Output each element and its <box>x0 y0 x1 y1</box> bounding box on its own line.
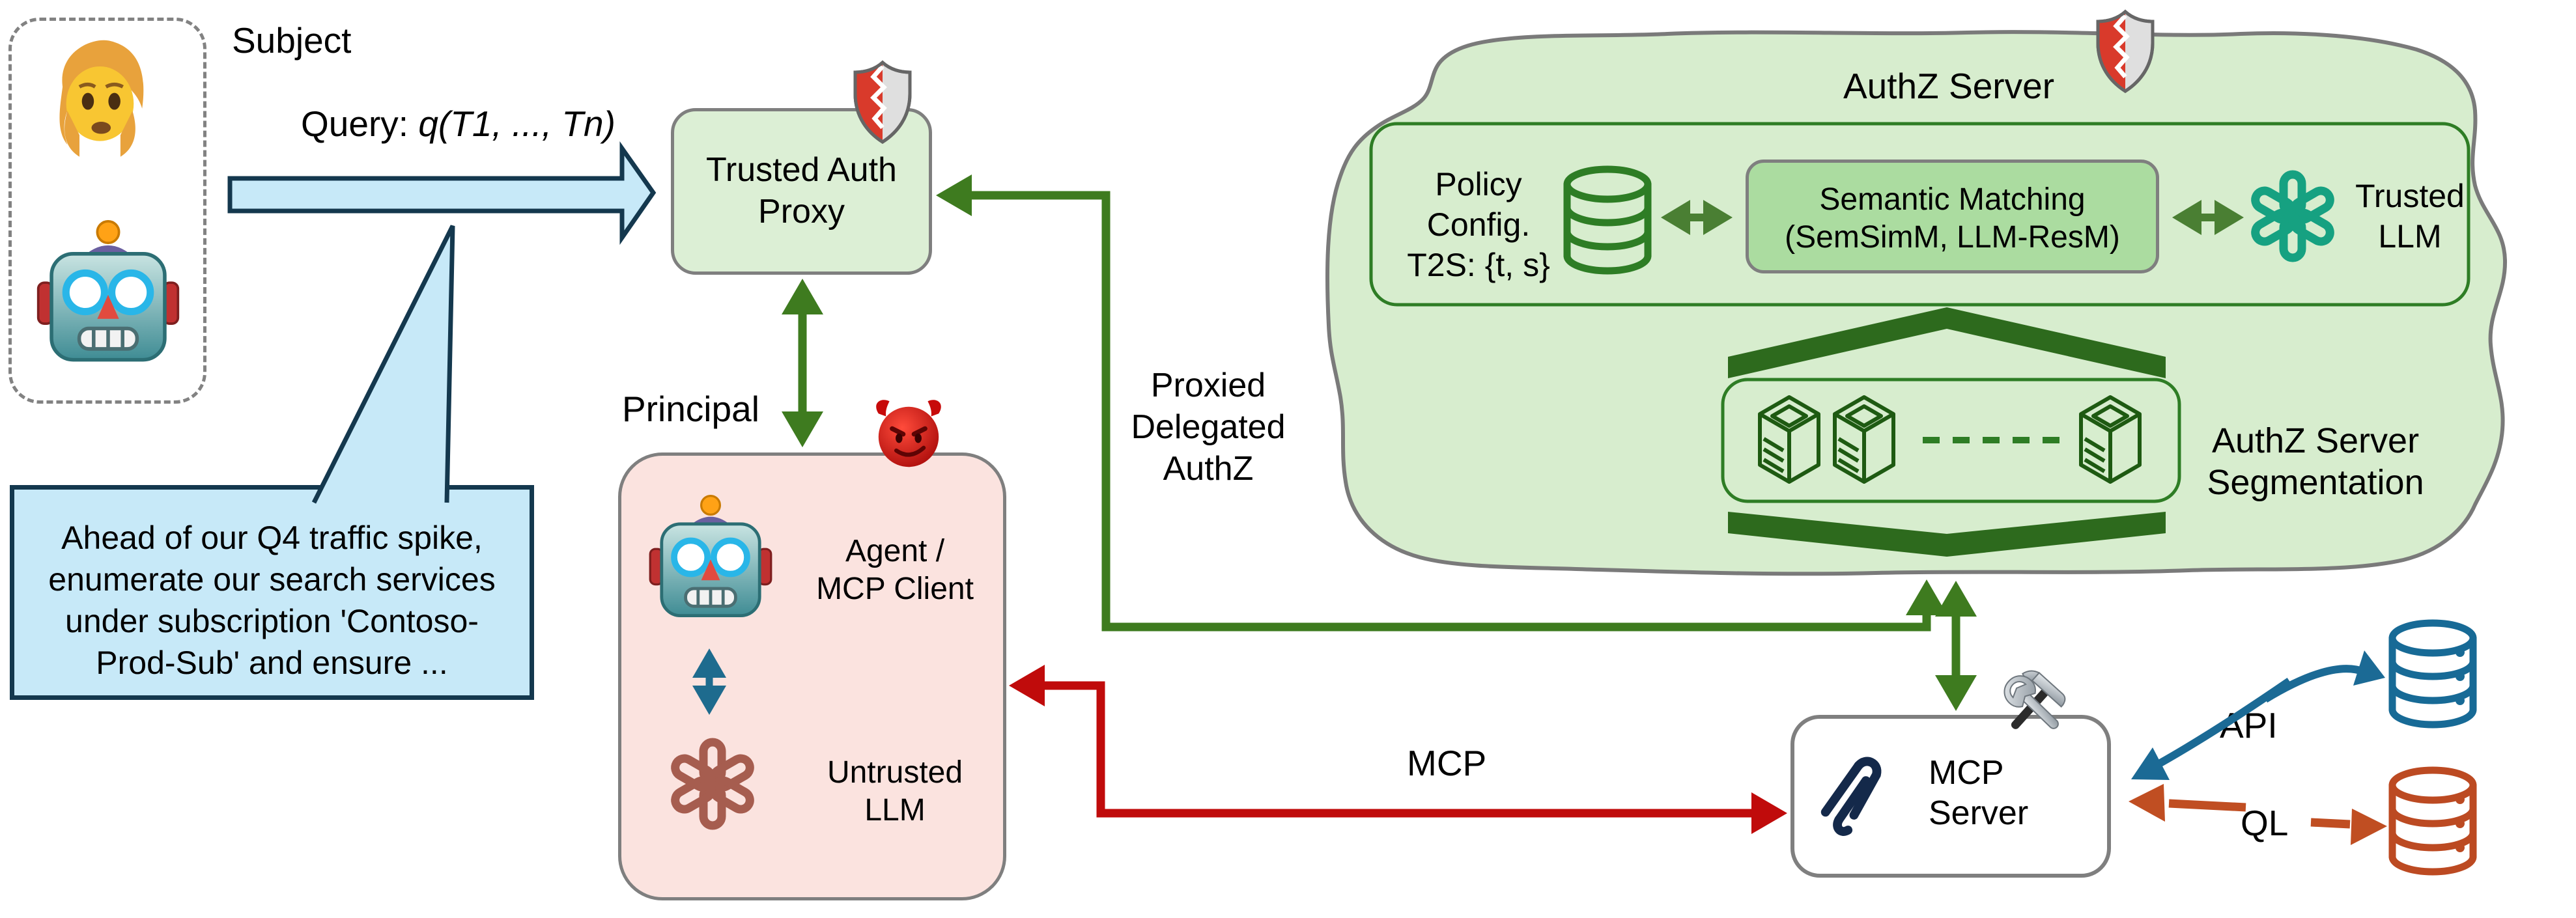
trusted-llm-label: Trusted LLM <box>2355 178 2465 255</box>
subject-label: Subject <box>232 20 352 61</box>
cube-icon <box>1835 397 1893 482</box>
policy-semantic-arrow <box>1661 200 1733 235</box>
api-flow-label: API <box>2220 705 2278 745</box>
proxied-delegated-authz-label: Proxied Delegated AuthZ <box>1131 367 1286 488</box>
api-arrow-to-db <box>2263 650 2385 703</box>
segmentation-chevron-down <box>1728 512 2166 557</box>
query-expression: q(T1, ..., Tn) <box>418 104 616 144</box>
query-label: Query: q(T1, ..., Tn) <box>301 103 616 145</box>
mcp-server-title: MCP Server <box>1929 754 2029 832</box>
openai-trusted-llm-icon <box>2252 174 2334 258</box>
authz-server-title: AuthZ Server <box>1843 66 2055 106</box>
segmentation-label: AuthZ Server Segmentation <box>2207 421 2424 502</box>
ql-arrow-to-db <box>2310 809 2387 845</box>
ql-flow-label: QL <box>2241 803 2289 843</box>
principal-label: Principal <box>622 389 759 429</box>
untrusted-llm-label: Untrusted LLM <box>827 755 963 828</box>
cube-icon <box>1760 397 1819 482</box>
segmentation-frame <box>1721 378 2181 503</box>
query-prefix: Query: <box>301 104 419 144</box>
semantic-trustedllm-arrow <box>2172 200 2244 235</box>
trusted-auth-proxy-box: Trusted Auth Proxy <box>671 108 932 275</box>
mcp-server-box: MCP Server <box>1790 715 2111 878</box>
principal-box: Agent / MCP Client Untrusted LLM <box>618 452 1006 900</box>
speech-bubble-text: Ahead of our Q4 traffic spike, enumerate… <box>48 520 496 681</box>
trusted-auth-proxy-title: Trusted Auth Proxy <box>706 151 897 230</box>
segmentation-chevron-up <box>1728 307 2166 378</box>
cube-icon <box>2081 397 2140 482</box>
subject-group-box <box>8 18 206 404</box>
ql-arrow-to-mcp <box>2129 784 2246 822</box>
query-arrow <box>227 141 657 245</box>
authz-mcp-arrow <box>1935 581 1977 711</box>
mcp-flow-label: MCP <box>1407 743 1487 783</box>
shield-icon <box>2098 12 2153 91</box>
ql-database-icon <box>2392 770 2473 872</box>
mcp-flow-arrow <box>1009 665 1787 834</box>
semantic-matching-label: Semantic Matching (SemSimM, LLM-ResM) <box>1785 182 2120 255</box>
speech-bubble-tail <box>311 225 455 504</box>
policy-config-label: Policy Config. T2S: {t, s} <box>1407 166 1550 283</box>
api-database-icon <box>2392 623 2473 725</box>
semantic-matching-box: Semantic Matching (SemSimM, LLM-ResM) <box>1746 160 2159 273</box>
speech-bubble: Ahead of our Q4 traffic spike, enumerate… <box>10 485 534 700</box>
proxy-principal-arrow <box>782 279 823 447</box>
policy-database-icon <box>1567 169 1648 271</box>
agent-mcp-client-label: Agent / MCP Client <box>816 534 974 606</box>
